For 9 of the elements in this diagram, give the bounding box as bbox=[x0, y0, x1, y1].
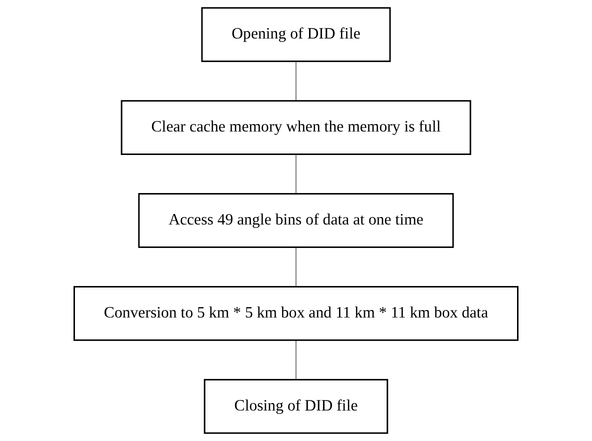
connector bbox=[295, 61, 297, 101]
connector bbox=[295, 340, 297, 380]
connector bbox=[295, 154, 297, 194]
connector bbox=[295, 247, 297, 287]
node-box: Clear cache memory when the memory is full bbox=[120, 100, 472, 155]
node-box: Opening of DID file bbox=[201, 7, 391, 62]
node-box: Closing of DID file bbox=[204, 378, 388, 434]
node-box: Access 49 angle bins of data at one time bbox=[138, 193, 454, 248]
node-box: Conversion to 5 km * 5 km box and 11 km * 11 km box data bbox=[74, 286, 518, 341]
